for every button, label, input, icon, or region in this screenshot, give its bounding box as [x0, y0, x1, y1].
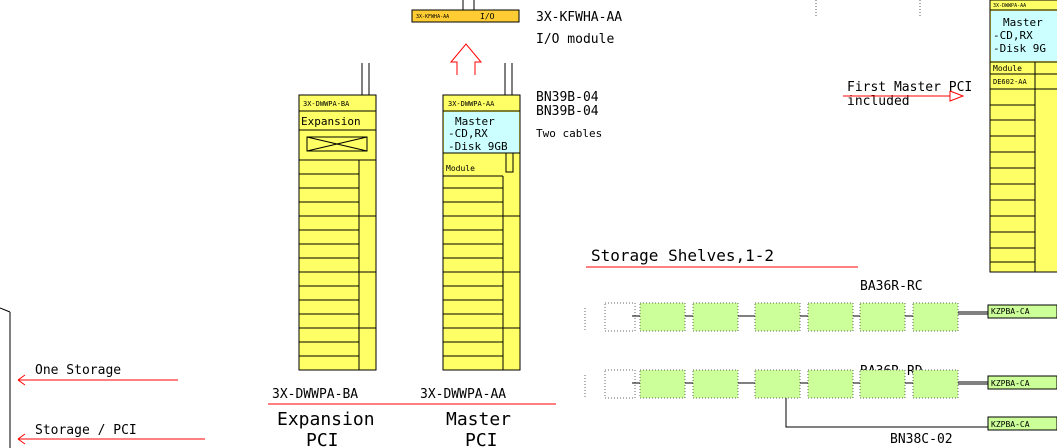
right-arrow-icon: [949, 90, 965, 102]
storage-pci-label: Storage / PCI: [35, 423, 137, 438]
first-master-label-2: included: [847, 94, 910, 109]
adapter1-label: KZPBA-CA: [991, 307, 1030, 316]
adapter2-label: KZPBA-CA: [991, 379, 1030, 388]
cable-line1: BN39B-04: [536, 90, 599, 105]
expansion-cross-icon: [306, 136, 368, 152]
right-cab-header: 3X-DWWPA-AA: [993, 3, 1026, 9]
expansion-header: 3X-DWWPA-BA: [303, 100, 350, 108]
master-pci-cabinet: 3X-DWWPA-AA Master -CD,RX -Disk 9GB Modu…: [442, 63, 521, 371]
master-box-line2: -CD,RX: [448, 127, 488, 140]
left-arrow-icon-2: [17, 433, 26, 445]
first-master-callout: First Master PCI included: [843, 80, 972, 109]
master-box-line1: Master: [455, 115, 495, 128]
expansion-part-label: 3X-DWWPA-BA: [272, 387, 358, 402]
expansion-pci-cabinet: 3X-DWWPA-BA Expansion: [298, 63, 377, 371]
right-box-line3: -Disk 9G: [993, 42, 1046, 55]
io-module-group: 3X-KFWHA-AA I/O 3X-KFWHA-AA I/O module: [411, 0, 622, 75]
shelf1-label: BA36R-RC: [860, 279, 923, 294]
storage-title: Storage Shelves,1-2: [591, 246, 774, 265]
io-chip-label: I/O: [480, 12, 495, 21]
first-master-cabinet: 3X-DWWPA-AA Master -CD,RX -Disk 9G Modul…: [989, 0, 1057, 273]
storage-shelf-1: KZPBA-CA: [584, 302, 1057, 332]
first-master-label-1: First Master PCI: [847, 80, 972, 95]
io-module-name: I/O module: [536, 32, 614, 47]
left-arrow-icon: [17, 374, 26, 386]
expansion-section: Expansion: [301, 115, 361, 128]
cable-line2: BN39B-04: [536, 104, 599, 119]
cable-bn38c-label: BN38C-02: [890, 432, 953, 447]
cables-note: Two cables: [536, 127, 602, 140]
adapter3-label: KZPBA-CA: [991, 420, 1030, 429]
one-storage-label: One Storage: [35, 363, 121, 378]
master-info-box: [444, 112, 519, 153]
right-box-line2: -CD,RX: [993, 29, 1033, 42]
left-labels: One Storage Storage / PCI: [0, 307, 205, 448]
right-slot-label: DE602-AA: [993, 78, 1028, 86]
master-name-1: Master: [446, 409, 511, 430]
master-part-label: 3X-DWWPA-AA: [420, 387, 506, 402]
master-header: 3X-DWWPA-AA: [448, 100, 495, 108]
master-name-2: PCI: [465, 430, 498, 448]
right-box-line1: Master: [1003, 16, 1043, 29]
io-module-chip: [411, 9, 520, 23]
io-module-part: 3X-KFWHA-AA: [536, 10, 622, 25]
expansion-name-2: PCI: [306, 430, 339, 448]
up-arrow-icon: [449, 43, 483, 75]
storage-shelf-2: KZPBA-CA KZPBA-CA: [584, 369, 1057, 431]
io-chip-part: 3X-KFWHA-AA: [416, 14, 449, 20]
right-module-label: Module: [993, 64, 1022, 73]
master-box-line3: -Disk 9GB: [448, 140, 508, 153]
expansion-name-1: Expansion: [277, 409, 375, 430]
master-module-label: Module: [446, 164, 475, 173]
